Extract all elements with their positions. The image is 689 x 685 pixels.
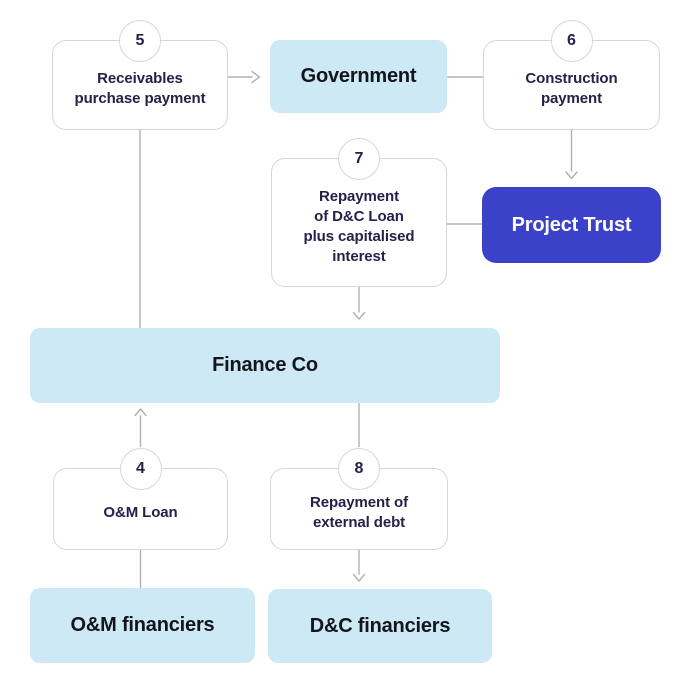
step-number: 5 — [135, 32, 145, 49]
step-label: Receivables purchase payment — [74, 70, 206, 107]
entity-label: Finance Co — [212, 354, 318, 376]
step-number: 6 — [567, 32, 576, 49]
entity-label: Government — [300, 65, 417, 87]
entity-box-dc-financiers: D&C financiers — [268, 589, 492, 663]
entity-label: Project Trust — [511, 213, 632, 236]
step-number: 4 — [136, 460, 145, 477]
step-number: 7 — [354, 150, 364, 167]
entity-label: O&M financiers — [70, 614, 215, 636]
entity-box-project-trust: Project Trust — [482, 187, 661, 263]
step-number-badge: 6 — [550, 20, 593, 62]
entity-label: D&C financiers — [309, 614, 451, 637]
step-box-repayment-dc-loan: 7 Repayment of D&C Loan plus capitalised… — [271, 138, 447, 287]
step-label: Repayment of external debt — [310, 494, 408, 531]
step-box-receivables-purchase: 5 Receivables purchase payment — [52, 20, 228, 130]
connector-receivables-to-government — [227, 70, 261, 84]
step-number-badge: 8 — [338, 448, 380, 490]
step-number-badge: 4 — [119, 448, 162, 490]
step-label: O&M Loan — [103, 504, 178, 521]
entity-box-finance-co: Finance Co — [30, 328, 500, 403]
arrowhead-right-icon — [251, 70, 261, 84]
step-box-construction-payment: 6 Construction payment — [483, 20, 660, 130]
entity-box-government: Government — [270, 40, 447, 113]
connector-om-loan-to-finance-co — [134, 408, 147, 448]
connector-construction-to-project-trust — [565, 129, 578, 180]
arrowhead-down-icon — [565, 171, 578, 180]
arrowhead-down-icon — [352, 573, 366, 582]
arrowhead-up-icon — [134, 408, 147, 417]
arrowhead-down-icon — [352, 311, 366, 320]
step-number-badge: 7 — [338, 138, 380, 180]
step-number: 8 — [354, 460, 364, 477]
step-label: Construction payment — [525, 70, 618, 107]
connector-repay-ext-to-dc-financiers — [352, 549, 366, 582]
connector-repay-dc-to-finance-co — [352, 286, 366, 320]
step-number-badge: 5 — [119, 20, 161, 62]
step-box-repayment-external-debt: 8 Repayment of external debt — [270, 448, 448, 550]
entity-box-om-financiers: O&M financiers — [30, 588, 255, 663]
step-label: Repayment of D&C Loan plus capitalised i… — [303, 187, 415, 265]
step-box-om-loan: 4 O&M Loan — [53, 448, 228, 550]
